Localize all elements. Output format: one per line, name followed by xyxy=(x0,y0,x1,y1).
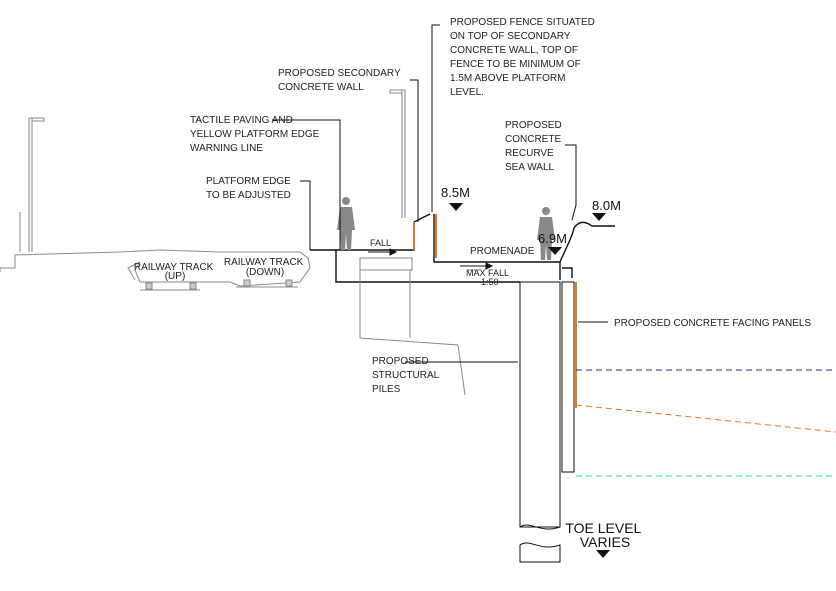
tactile-label: TACTILE PAVING AND YELLOW PLATFORM EDGE … xyxy=(190,115,322,154)
leader-lines xyxy=(272,24,608,363)
recurve-label: PROPOSED CONCRETE RECURVE SEA WALL xyxy=(505,120,564,173)
left-ground xyxy=(0,249,311,287)
recurve-sea-wall xyxy=(559,221,615,278)
level-marker-icon xyxy=(449,203,610,558)
piles-label: PROPOSED STRUCTURAL PILES xyxy=(372,356,442,395)
track-down-label: RAILWAY TRACK (DOWN) xyxy=(224,257,306,278)
facing-panels-label: PROPOSED CONCRETE FACING PANELS xyxy=(614,318,811,329)
platform-grey xyxy=(359,257,480,396)
lamp-post-icon xyxy=(19,117,45,252)
person-icon xyxy=(337,197,355,250)
toe-level-label: TOE LEVEL VARIES xyxy=(565,520,644,550)
level-fence-top: 8.5M xyxy=(441,185,470,200)
structural-piles xyxy=(519,281,575,563)
level-recurve-top: 8.0M xyxy=(592,198,621,213)
platform-edge-label: PLATFORM EDGE TO BE ADJUSTED xyxy=(206,176,294,201)
secondary-wall-label: PROPOSED SECONDARY CONCRETE WALL xyxy=(278,68,403,93)
promenade-label: PROMENADE xyxy=(470,246,535,257)
fence-label: PROPOSED FENCE SITUATED ON TOP OF SECOND… xyxy=(450,17,598,98)
max-fall-ratio: 1:50 xyxy=(481,277,499,287)
railway-rails xyxy=(140,279,298,291)
fall-arrow xyxy=(368,248,494,270)
track-up-label: RAILWAY TRACK (UP) xyxy=(134,262,216,282)
level-promenade: 6.9M xyxy=(538,231,567,246)
lamp-post-icon xyxy=(389,89,406,218)
max-fall-label: MAX FALL xyxy=(466,268,509,278)
fall-label: FALL xyxy=(370,238,391,248)
seabed-line xyxy=(575,404,836,433)
